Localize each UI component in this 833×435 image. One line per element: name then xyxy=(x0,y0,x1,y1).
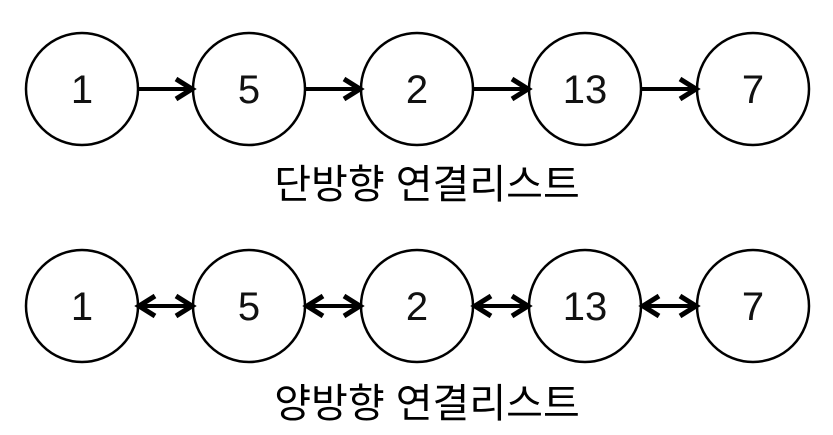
arrow-head-icon xyxy=(342,76,365,102)
forward-arrow xyxy=(474,76,533,102)
node-value: 1 xyxy=(71,285,93,329)
node-value: 2 xyxy=(406,68,428,112)
arrow-head-icon xyxy=(638,293,661,319)
list-label: 단방향 연결리스트 xyxy=(274,163,580,207)
node-value: 7 xyxy=(742,285,764,329)
node-value: 1 xyxy=(71,68,93,112)
forward-arrow xyxy=(306,76,365,102)
forward-arrow xyxy=(138,76,197,102)
arrow-head-icon xyxy=(470,293,493,319)
bidirectional-arrow xyxy=(134,293,197,319)
arrow-head-icon xyxy=(678,293,701,319)
arrow-head-icon xyxy=(678,76,701,102)
bidirectional-arrow xyxy=(638,293,701,319)
arrow-head-icon xyxy=(342,293,365,319)
arrow-head-icon xyxy=(302,293,325,319)
arrow-head-icon xyxy=(134,293,157,319)
singly-linked-list: 1 5 2 13 7 단방향 연결리스트 xyxy=(24,31,811,207)
node-value: 5 xyxy=(238,68,260,112)
node-value: 7 xyxy=(742,68,764,112)
arrow-head-icon xyxy=(510,76,533,102)
list-label: 양방향 연결리스트 xyxy=(274,382,580,426)
doubly-linked-list: 1 5 2 13 7 xyxy=(24,248,811,426)
bidirectional-arrow xyxy=(302,293,365,319)
node-value: 5 xyxy=(238,285,260,329)
node-value: 2 xyxy=(406,285,428,329)
arrow-head-icon xyxy=(174,76,197,102)
bidirectional-arrow xyxy=(470,293,533,319)
node-value: 13 xyxy=(563,285,608,329)
arrow-head-icon xyxy=(174,293,197,319)
forward-arrow xyxy=(642,76,701,102)
arrow-head-icon xyxy=(510,293,533,319)
node-value: 13 xyxy=(563,68,608,112)
